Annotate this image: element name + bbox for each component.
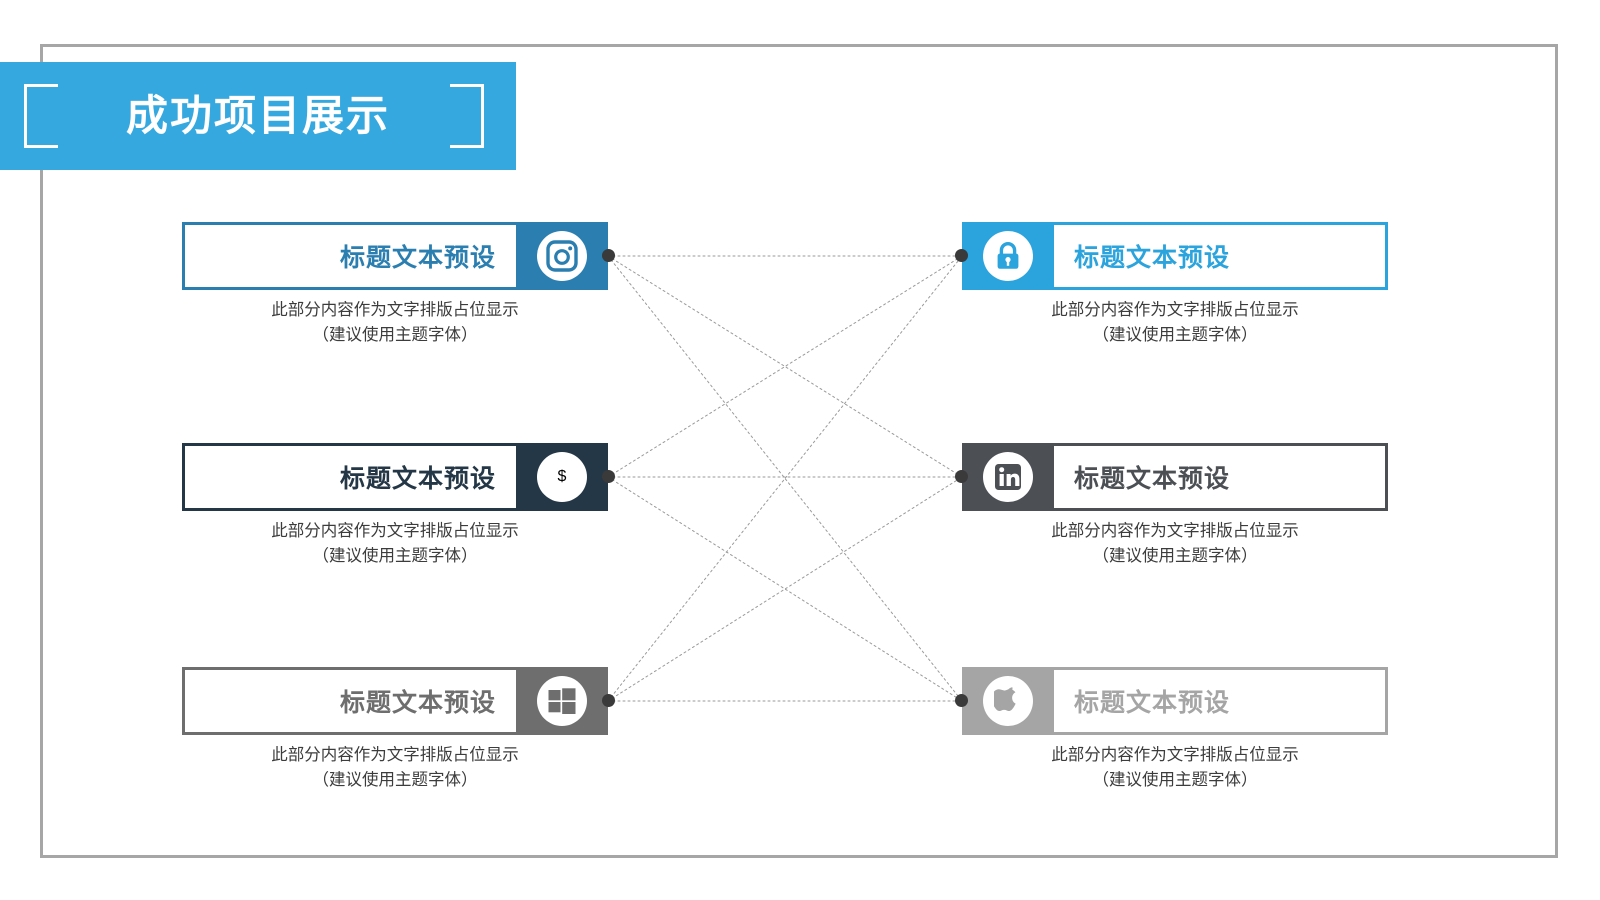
card-title-right-3: 标题文本预设 <box>1074 689 1231 717</box>
icon-block-right-3[interactable] <box>962 667 1054 735</box>
card-description-right-1: 此部分内容作为文字排版占位显示 （建议使用主题字体） <box>962 298 1388 348</box>
card-box-left-2[interactable]: 标题文本预设 $ <box>182 443 608 511</box>
feature-card-left-1[interactable]: 标题文本预设 此部分内容作为文字排版占位显示 （建议使用主题字体） <box>182 222 615 360</box>
card-description-right-3: 此部分内容作为文字排版占位显示 （建议使用主题字体） <box>962 743 1388 793</box>
instagram-icon <box>537 231 587 281</box>
connector-node-right-3 <box>955 694 968 707</box>
feature-card-left-3[interactable]: 标题文本预设 此部分内容作为文字排版占位显示 （建议使用主题字体） <box>182 667 615 805</box>
card-box-right-1[interactable]: 标题文本预设 <box>962 222 1388 290</box>
connector-node-right-1 <box>955 249 968 262</box>
card-desc-line2-right-2: （建议使用主题字体） <box>1092 547 1258 565</box>
icon-block-left-3[interactable] <box>516 667 608 735</box>
card-desc-line2-left-1: （建议使用主题字体） <box>312 326 478 344</box>
card-description-right-2: 此部分内容作为文字排版占位显示 （建议使用主题字体） <box>962 519 1388 569</box>
dollar-icon: $ <box>537 452 587 502</box>
icon-block-left-2[interactable]: $ <box>516 443 608 511</box>
apple-icon <box>983 676 1033 726</box>
card-desc-line1-right-3: 此部分内容作为文字排版占位显示 <box>1051 746 1299 764</box>
slide-title-banner: 成功项目展示 <box>0 62 516 170</box>
card-desc-line1-right-1: 此部分内容作为文字排版占位显示 <box>1051 301 1299 319</box>
feature-card-right-3[interactable]: 标题文本预设 此部分内容作为文字排版占位显示 （建议使用主题字体） <box>955 667 1388 805</box>
lock-icon <box>983 231 1033 281</box>
card-desc-line2-right-3: （建议使用主题字体） <box>1092 771 1258 789</box>
feature-card-right-1[interactable]: 标题文本预设 此部分内容作为文字排版占位显示 （建议使用主题字体） <box>955 222 1388 360</box>
connector-node-left-1 <box>602 249 615 262</box>
icon-block-right-1[interactable] <box>962 222 1054 290</box>
card-desc-line2-left-3: （建议使用主题字体） <box>312 771 478 789</box>
connector-node-right-2 <box>955 470 968 483</box>
icon-block-left-1[interactable] <box>516 222 608 290</box>
feature-card-right-2[interactable]: 标题文本预设 此部分内容作为文字排版占位显示 （建议使用主题字体） <box>955 443 1388 581</box>
card-description-left-3: 此部分内容作为文字排版占位显示 （建议使用主题字体） <box>182 743 608 793</box>
card-title-left-3: 标题文本预设 <box>339 689 496 717</box>
card-desc-line1-left-3: 此部分内容作为文字排版占位显示 <box>271 746 519 764</box>
bracket-left-decoration <box>24 84 58 148</box>
linkedin-icon <box>983 452 1033 502</box>
feature-card-left-2[interactable]: 标题文本预设 $ 此部分内容作为文字排版占位显示 （建议使用主题字体） <box>182 443 615 581</box>
card-box-right-3[interactable]: 标题文本预设 <box>962 667 1388 735</box>
card-description-left-2: 此部分内容作为文字排版占位显示 （建议使用主题字体） <box>182 519 608 569</box>
card-desc-line1-right-2: 此部分内容作为文字排版占位显示 <box>1051 522 1299 540</box>
card-title-right-1: 标题文本预设 <box>1074 244 1231 272</box>
card-box-left-3[interactable]: 标题文本预设 <box>182 667 608 735</box>
card-description-left-1: 此部分内容作为文字排版占位显示 （建议使用主题字体） <box>182 298 608 348</box>
card-desc-line1-left-1: 此部分内容作为文字排版占位显示 <box>271 301 519 319</box>
windows-icon <box>537 676 587 726</box>
card-title-left-1: 标题文本预设 <box>339 244 496 272</box>
card-desc-line2-left-2: （建议使用主题字体） <box>312 547 478 565</box>
card-title-right-2: 标题文本预设 <box>1074 465 1231 493</box>
bracket-right-decoration <box>450 84 484 148</box>
page-title: 成功项目展示 <box>125 92 390 139</box>
connector-node-left-3 <box>602 694 615 707</box>
card-desc-line2-right-1: （建议使用主题字体） <box>1092 326 1258 344</box>
icon-block-right-2[interactable] <box>962 443 1054 511</box>
slide-border-frame <box>40 44 1558 858</box>
card-box-right-2[interactable]: 标题文本预设 <box>962 443 1388 511</box>
card-title-left-2: 标题文本预设 <box>339 465 496 493</box>
card-desc-line1-left-2: 此部分内容作为文字排版占位显示 <box>271 522 519 540</box>
connector-node-left-2 <box>602 470 615 483</box>
card-box-left-1[interactable]: 标题文本预设 <box>182 222 608 290</box>
